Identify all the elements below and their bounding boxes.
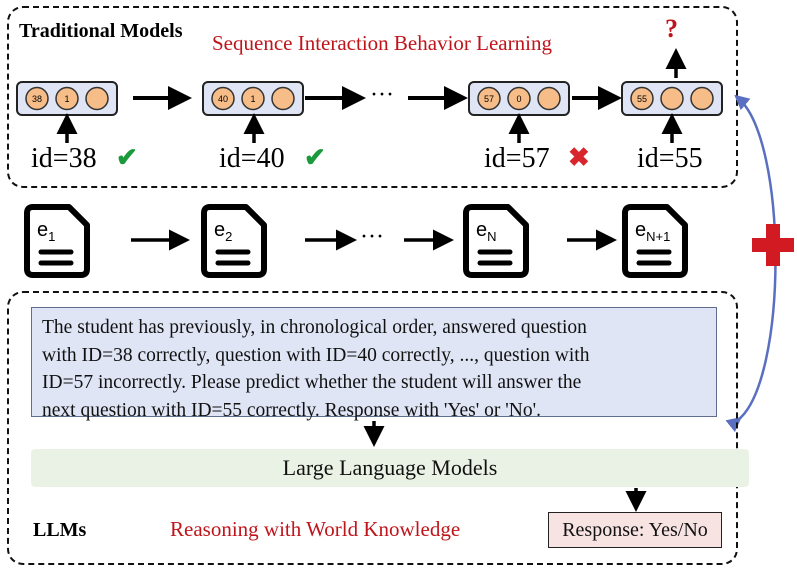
sequence-chip <box>660 86 684 111</box>
question-mark: ? <box>665 14 678 43</box>
sequence-ellipsis: ··· <box>370 82 394 108</box>
sequence-chip <box>241 86 265 111</box>
sequence-chip <box>507 86 531 111</box>
traditional-models-title: Traditional Models <box>19 20 183 42</box>
sequence-chip <box>55 86 79 111</box>
id-label-3: id=57 <box>484 143 550 174</box>
prompt-line: ID=57 incorrectly. Please predict whethe… <box>42 372 582 393</box>
sequence-chip <box>477 86 501 111</box>
prompt-line: next question with ID=55 correctly. Resp… <box>42 399 541 421</box>
llm-model-label: Large Language Models <box>282 455 498 480</box>
llm-panel <box>7 291 738 565</box>
sequence-chip <box>271 86 295 111</box>
sequence-chip-label: 1 <box>64 94 69 104</box>
prompt-line: The student has previously, in chronolog… <box>42 317 587 338</box>
traditional-models-subtitle: Sequence Interaction Behavior Learning <box>212 31 552 55</box>
response-box: Response: Yes/No <box>548 512 722 548</box>
sequence-chip <box>690 86 714 111</box>
id-label-4: id=55 <box>637 143 703 174</box>
sequence-chip <box>537 86 561 111</box>
sequence-chip-label: 1 <box>250 94 255 104</box>
exercise-ellipsis: ··· <box>360 224 384 250</box>
response-label: Response: Yes/No <box>562 518 708 541</box>
llm-model-bar: Large Language Models <box>31 449 749 487</box>
plus-icon <box>752 224 794 266</box>
document-icon <box>463 204 529 278</box>
id-label-2: id=40 <box>219 143 285 174</box>
sequence-chip <box>25 86 49 111</box>
document-icon <box>201 204 267 278</box>
sequence-chip <box>630 86 654 111</box>
prompt-line: with ID=38 correctly, question with ID=4… <box>42 344 590 366</box>
sequence-chip <box>211 86 235 111</box>
document-icon <box>622 204 688 278</box>
llm-panel-subtitle: Reasoning with World Knowledge <box>170 517 461 541</box>
sequence-chip-label: 38 <box>32 94 42 104</box>
check-icon-1: ✔ <box>116 143 138 172</box>
sequence-chip-label: 57 <box>484 94 494 104</box>
id-label-1: id=38 <box>31 143 97 174</box>
document-icon <box>24 204 90 278</box>
sequence-chip-label: 0 <box>516 94 521 104</box>
prompt-box: The student has previously, in chronolog… <box>31 307 717 421</box>
check-icon-2: ✔ <box>304 143 326 172</box>
sequence-chip-label: 40 <box>218 94 228 104</box>
cross-icon: ✖ <box>568 143 590 172</box>
sequence-chip-label: 55 <box>637 94 647 104</box>
llm-panel-title: LLMs <box>33 519 87 541</box>
sequence-chip <box>85 86 109 111</box>
